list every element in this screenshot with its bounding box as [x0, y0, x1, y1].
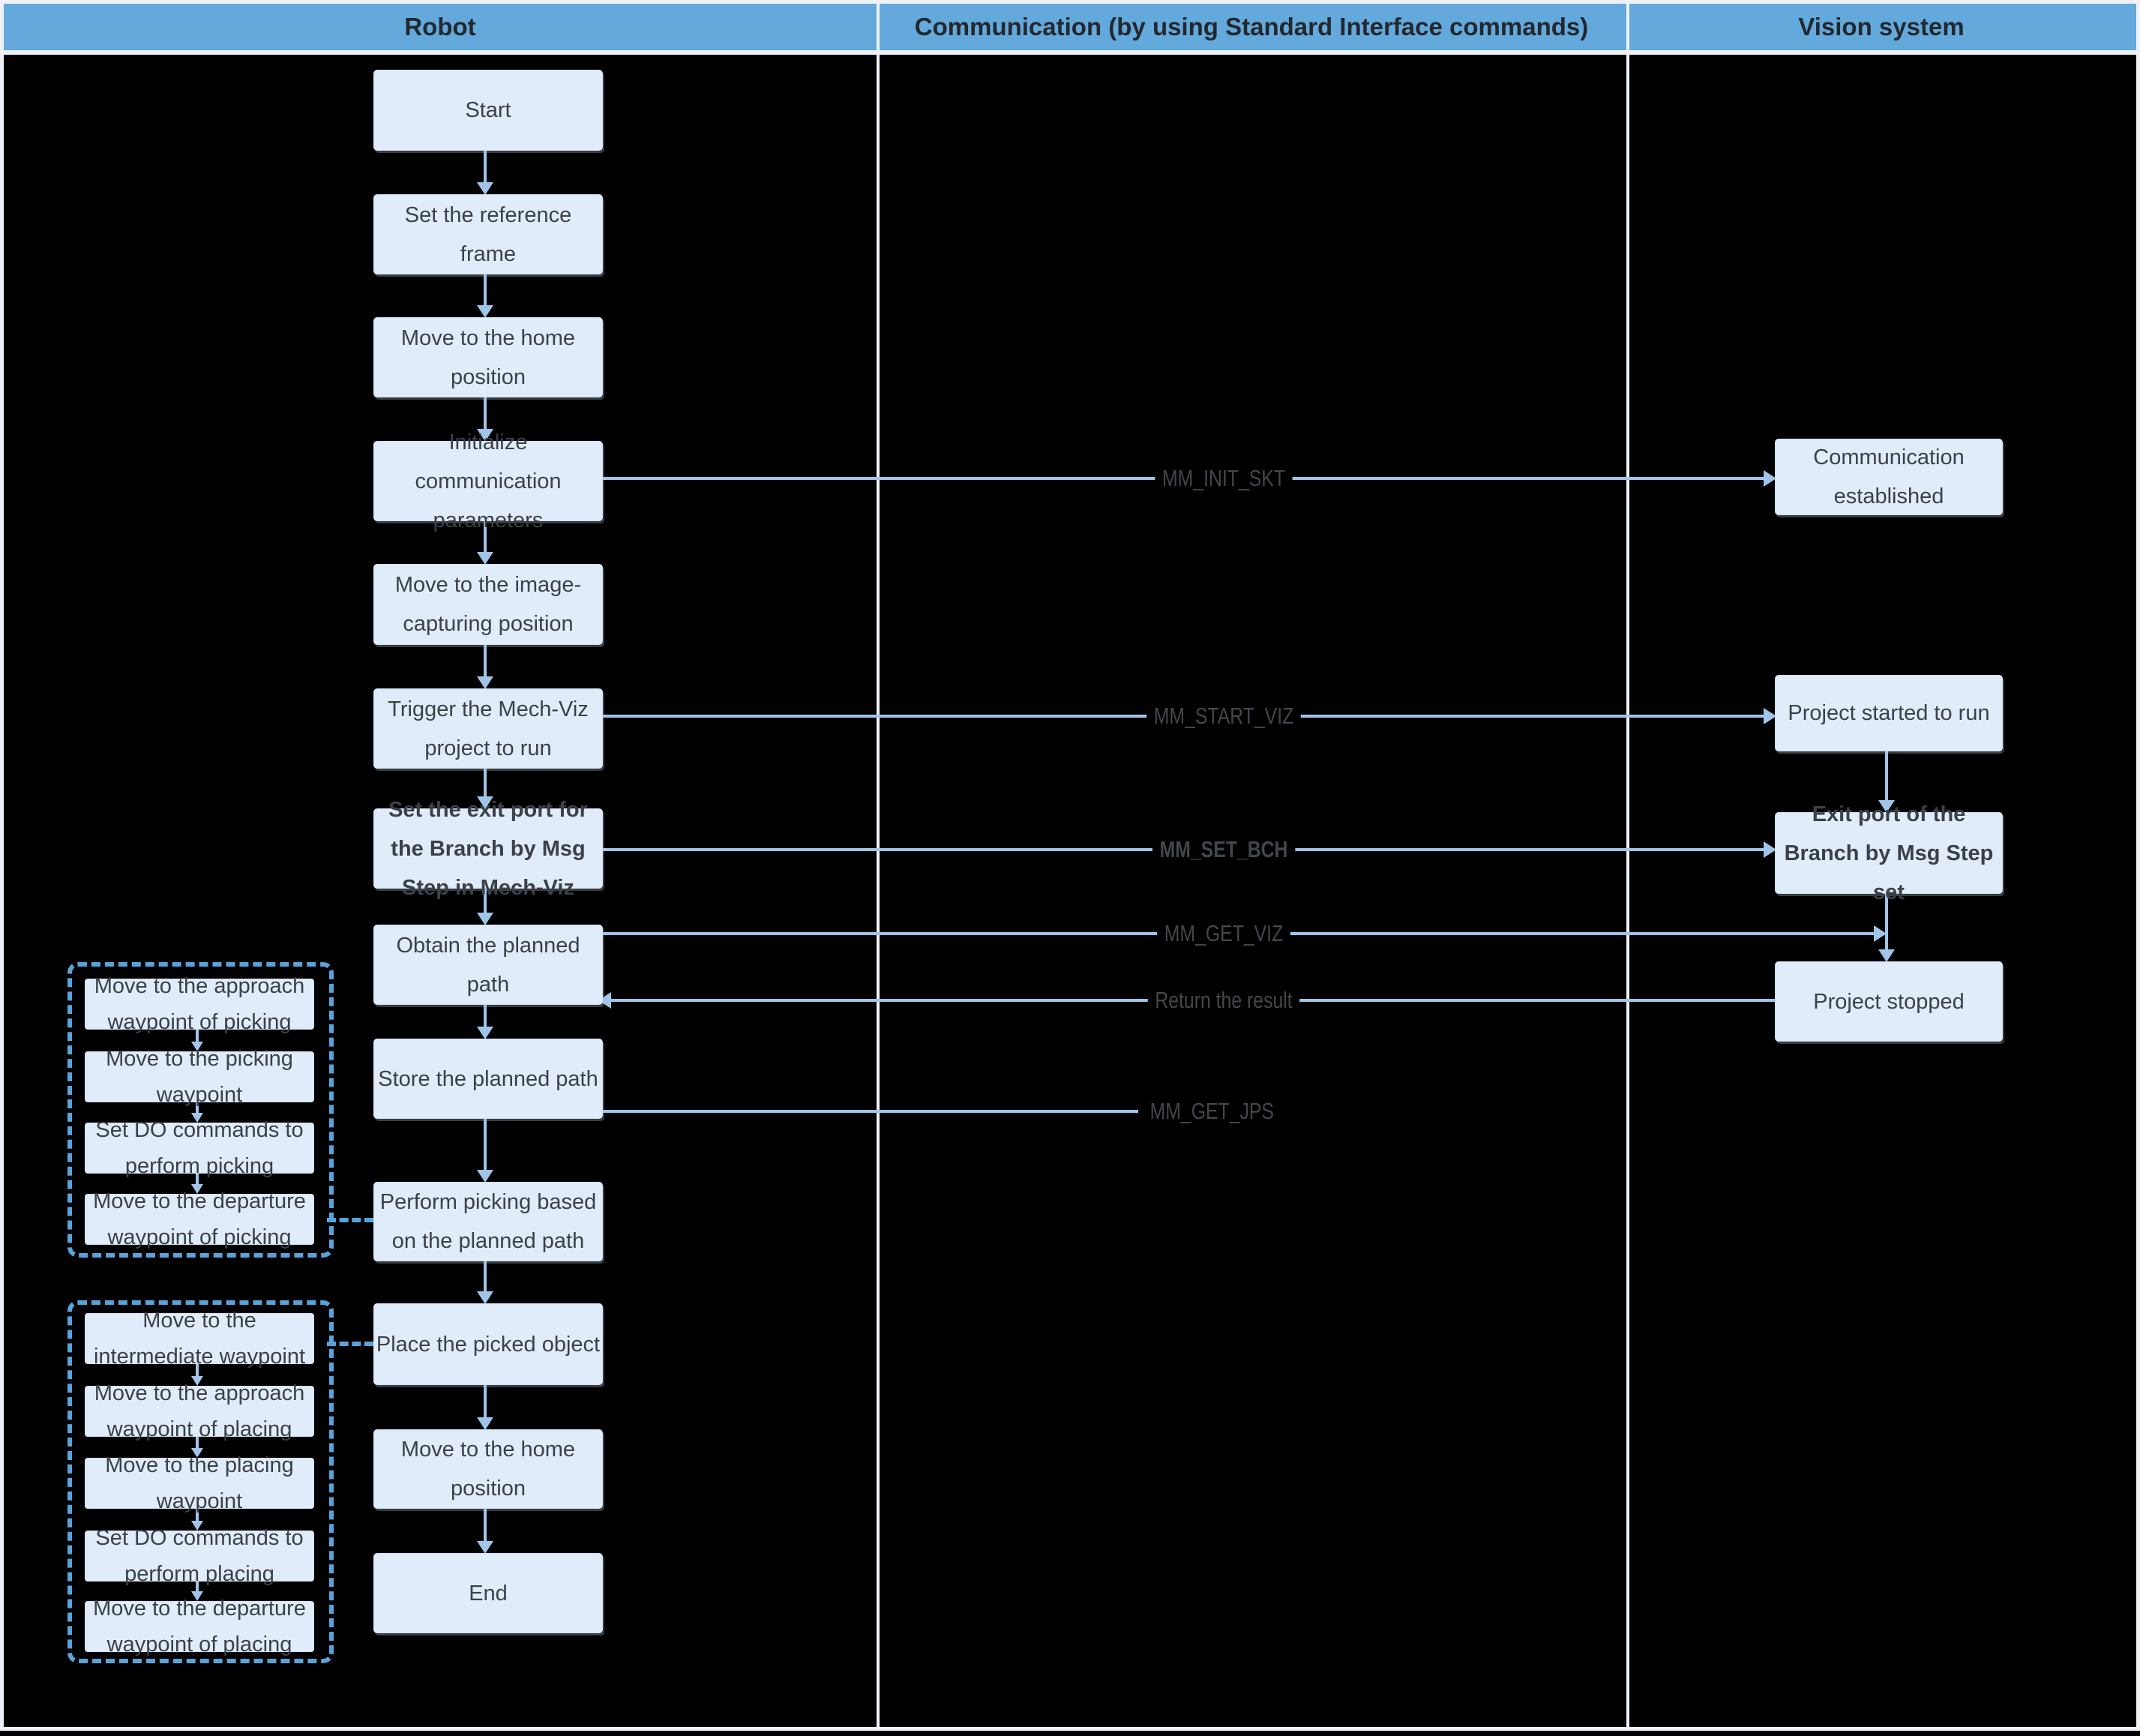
placing-group-connector: [327, 1342, 373, 1346]
step-set-exit-port: Set the exit port for the Branch by Msg …: [373, 798, 603, 900]
column-divider-2: [1626, 4, 1629, 1727]
arrow-down-icon: [477, 1170, 493, 1183]
flow-arrow-line: [196, 1100, 199, 1113]
placing-step-approach: Move to the approach waypoint of placing: [85, 1381, 314, 1441]
picking-step-picking-waypoint: Move to the picking waypoint: [85, 1047, 314, 1107]
flow-arrow-line: [484, 767, 487, 796]
arrow-down-icon: [191, 1113, 203, 1123]
comm-label-mm-init-skt: MM_INIT_SKT: [1155, 465, 1293, 492]
step-set-reference-frame: Set the reference frame: [373, 194, 603, 274]
arrow-down-icon: [1878, 800, 1895, 813]
arrow-down-icon: [191, 1376, 203, 1386]
arrow-down-icon: [477, 1291, 493, 1304]
flow-arrow-line: [196, 1363, 199, 1376]
flow-arrow-line: [484, 1384, 487, 1417]
comm-label-mm-get-viz: MM_GET_VIZ: [1157, 920, 1290, 947]
placing-step-intermediate: Move to the intermediate waypoint: [85, 1309, 314, 1369]
flow-arrow-line: [1885, 750, 1888, 800]
flow-arrow-line: [196, 1435, 199, 1448]
step-move-home-1: Move to the home position: [373, 317, 603, 397]
picking-waypoints-group: [67, 962, 334, 1258]
step-trigger-mechviz: Trigger the Mech-Viz project to run: [373, 688, 603, 769]
step-end: End: [373, 1553, 603, 1633]
comm-label-return-result: Return the result: [1147, 987, 1300, 1014]
placing-step-departure: Move to the departure waypoint of placin…: [85, 1597, 314, 1657]
arrow-down-icon: [191, 1042, 203, 1051]
flow-arrow-line: [484, 1260, 487, 1291]
step-move-image-capturing: Move to the image-capturing position: [373, 564, 603, 645]
step-store-planned-path: Store the planned path: [373, 1039, 603, 1119]
vision-communication-established: Communication established: [1775, 439, 2003, 515]
flow-arrow-line: [1885, 892, 1888, 949]
arrow-down-icon: [1878, 949, 1895, 962]
arrow-down-icon: [477, 552, 493, 565]
vision-project-started: Project started to run: [1775, 675, 2003, 751]
step-move-home-2: Move to the home position: [373, 1429, 603, 1509]
arrow-down-icon: [191, 1448, 203, 1458]
placing-waypoints-group: [67, 1300, 334, 1663]
step-init-communication: Initialize communication parameters: [373, 430, 603, 532]
flow-arrow-line: [484, 1117, 487, 1170]
placing-step-set-do: Set DO commands to perform placing: [85, 1526, 314, 1586]
flow-arrow-line: [196, 1507, 199, 1521]
column-header-vision: Vision system: [1798, 13, 1965, 40]
step-start: Start: [373, 70, 603, 151]
flow-arrow-line: [484, 520, 487, 552]
arrow-down-icon: [477, 429, 493, 442]
arrow-down-icon: [191, 1591, 203, 1601]
flow-arrow-line: [484, 149, 487, 182]
arrow-right-icon: [1764, 470, 1776, 487]
picking-step-departure: Move to the departure waypoint of pickin…: [85, 1189, 314, 1249]
flow-arrow-line: [484, 887, 487, 913]
picking-group-connector: [327, 1218, 373, 1222]
arrow-down-icon: [477, 1541, 493, 1554]
flow-arrow-line: [484, 643, 487, 676]
flow-arrow-line: [196, 1029, 199, 1042]
picking-step-approach: Move to the approach waypoint of picking: [85, 974, 314, 1034]
step-perform-picking: Perform picking based on the planned pat…: [373, 1182, 603, 1261]
comm-label-mm-get-jps: MM_GET_JPS: [1143, 1098, 1281, 1125]
flow-arrow-line: [196, 1172, 199, 1184]
header-bottom-border: [4, 50, 2136, 55]
flow-arrow-line: [484, 1003, 487, 1027]
placing-step-placing-waypoint: Move to the placing waypoint: [85, 1453, 314, 1513]
column-header-robot: Robot: [404, 13, 476, 40]
header-row: [4, 4, 2136, 50]
column-header-communication: Communication (by using Standard Interfa…: [914, 13, 1589, 40]
vision-exit-port-set: Exit port of the Branch by Msg Step set: [1775, 802, 2003, 904]
comm-label-mm-set-bch: MM_SET_BCH: [1152, 836, 1296, 863]
arrow-down-icon: [477, 796, 493, 809]
arrow-right-icon: [1764, 841, 1776, 858]
arrow-down-icon: [477, 182, 493, 195]
arrow-down-icon: [477, 913, 493, 925]
vision-project-stopped: Project stopped: [1775, 961, 2003, 1042]
step-obtain-planned-path: Obtain the planned path: [373, 925, 603, 1005]
flow-arrow-line: [196, 1579, 199, 1591]
arrow-down-icon: [477, 305, 493, 318]
arrow-down-icon: [477, 1027, 493, 1039]
arrow-down-icon: [191, 1184, 203, 1194]
arrow-down-icon: [477, 1417, 493, 1430]
picking-step-set-do: Set DO commands to perform picking: [85, 1118, 314, 1178]
flow-arrow-line: [484, 1507, 487, 1541]
arrow-right-icon: [1874, 925, 1887, 942]
comm-line-mm-get-jps: [598, 1110, 1138, 1113]
comm-label-mm-start-viz: MM_START_VIZ: [1146, 703, 1301, 730]
flow-arrow-line: [484, 396, 487, 429]
arrow-down-icon: [191, 1521, 203, 1531]
arrow-right-icon: [1764, 708, 1776, 724]
step-place-picked-object: Place the picked object: [373, 1303, 603, 1385]
arrow-down-icon: [477, 676, 493, 689]
flow-arrow-line: [484, 273, 487, 305]
column-divider-1: [877, 4, 880, 1727]
